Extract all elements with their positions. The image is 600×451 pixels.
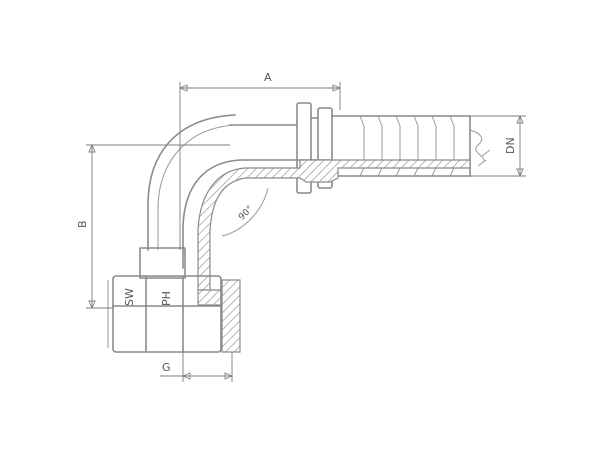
angle-label: 90° (237, 204, 255, 222)
dimension-g-label: G (162, 361, 171, 374)
swivel-nut: SW PH (107, 247, 222, 353)
dimension-dn: DN (470, 114, 526, 178)
dimension-a-label: A (264, 71, 272, 84)
dimension-g: G (160, 352, 234, 382)
elbow-bend (147, 114, 331, 269)
ph-label: PH (160, 291, 173, 306)
sw-label: SW (123, 288, 136, 306)
dimension-b-label: B (76, 220, 89, 228)
section-hatching (197, 159, 471, 353)
angle-indicator: 90° (221, 187, 269, 237)
dimension-b: B (76, 143, 230, 310)
hose-shank (229, 102, 491, 194)
dimension-a: A (178, 71, 342, 250)
dimension-dn-label: DN (504, 137, 517, 154)
